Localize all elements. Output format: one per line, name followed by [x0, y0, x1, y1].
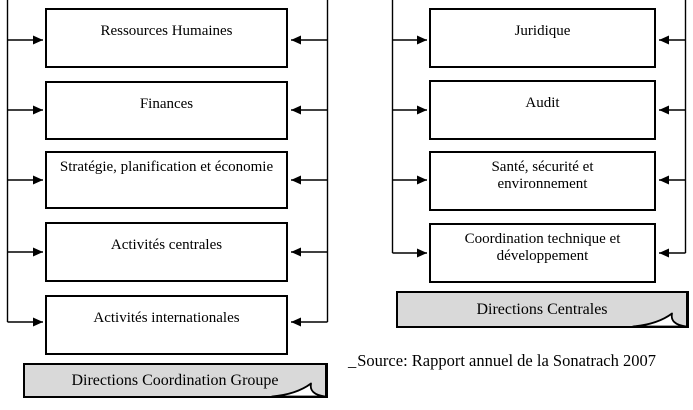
dept-box-label: Activités centrales [110, 237, 223, 253]
folded-corner [271, 382, 326, 398]
dept-box-label: Audit [525, 95, 560, 111]
dept-box-activites-internationales: Activités internationales [45, 295, 288, 355]
dept-box-ressources-humaines: Ressources Humaines [45, 8, 288, 68]
dept-box-label: Ressources Humaines [100, 23, 233, 39]
dept-box-activites-centrales: Activités centrales [45, 222, 288, 282]
dept-box-label: Activités internationales [93, 310, 240, 326]
dept-box-strategie-planification-economie: Stratégie, planification et économie [45, 151, 288, 209]
source-caption: _Source: Rapport annuel de la Sonatrach … [348, 351, 656, 371]
dept-box-label: Juridique [514, 23, 571, 39]
banner-directions-centrales: Directions Centrales [396, 291, 689, 328]
dept-box-label: Finances [139, 96, 194, 112]
dept-box-sante-securite-environnement: Santé, sécurité et environnement [429, 151, 656, 211]
banner-directions-coordination-groupe: Directions Coordination Groupe [23, 363, 328, 398]
banner-label: Directions Centrales [476, 300, 608, 318]
dept-box-label: Coordination technique et développement [464, 231, 621, 264]
dept-box-label: Stratégie, planification et économie [59, 159, 274, 175]
banner-label: Directions Coordination Groupe [71, 371, 279, 389]
dept-box-label: Santé, sécurité et environnement [491, 159, 594, 192]
dept-box-audit: Audit [429, 80, 656, 140]
source-text: Source: Rapport annuel de la Sonatrach 2… [357, 351, 656, 370]
folded-corner [632, 312, 687, 328]
footnote-mark: _ [348, 351, 358, 370]
dept-box-coordination-technique-developpement: Coordination technique et développement [429, 223, 656, 283]
dept-box-finances: Finances [45, 81, 288, 140]
dept-box-juridique: Juridique [429, 8, 656, 68]
